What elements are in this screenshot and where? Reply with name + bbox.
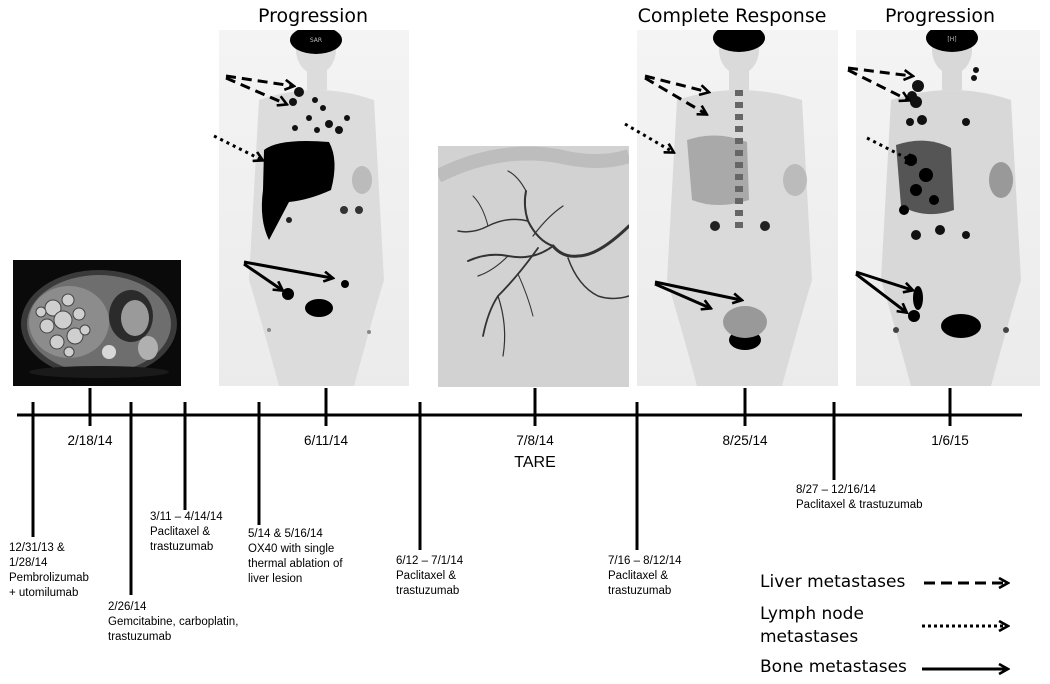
heading-progression-jan: Progression [884, 5, 996, 27]
treatment-7: 8/27 – 12/16/14 Paclitaxel & trastuzumab [796, 484, 923, 511]
tare-label: TARE [514, 454, 556, 471]
bone-arrow [243, 260, 332, 278]
legend-liver-label: Liver metastases [760, 572, 906, 592]
liver-arrow [225, 76, 286, 104]
treatment-5: 6/12 – 7/1/14 Paclitaxel & trastuzumab [396, 555, 464, 597]
legend-lymph-label-2: metastases [760, 627, 859, 647]
date-label: 2/18/14 [67, 433, 113, 448]
liver-arrow [225, 74, 293, 86]
angiogram-image [438, 146, 629, 387]
liver-arrow [847, 68, 908, 100]
bone-arrow [855, 272, 906, 312]
bone-arrow [243, 262, 282, 290]
bone-arrow [654, 282, 710, 308]
date-label: 7/8/14 [516, 433, 554, 448]
lymph-node-arrow [866, 136, 914, 162]
liver-arrow [847, 66, 912, 76]
treatment-1: 12/31/13 & 1/28/14 Pembrolizumab + utomi… [9, 542, 89, 599]
mri-abdomen-image [13, 260, 181, 386]
pet-scan-label: SAR [310, 37, 322, 44]
treatment-4: 5/14 & 5/16/14 OX40 with single thermal … [248, 528, 343, 585]
heading-complete-response: Complete Response [637, 5, 827, 27]
date-label: 8/25/14 [722, 433, 768, 448]
lymph-node-arrow [624, 122, 673, 152]
legend-bone-label: Bone metastases [760, 657, 907, 677]
bone-arrow [855, 270, 912, 290]
date-label: 1/6/15 [931, 433, 969, 448]
treatment-6: 7/16 – 8/12/14 Paclitaxel & trastuzumab [608, 555, 682, 597]
pet-scan-label: [H] [947, 36, 956, 43]
liver-arrow [644, 74, 708, 92]
liver-arrow [644, 76, 706, 114]
legend-lymph-label-1: Lymph node [760, 604, 864, 624]
pet-scan-june: SAR [219, 30, 409, 386]
treatment-2: 2/26/14 Gemcitabine, carboplatin, trastu… [108, 601, 239, 643]
date-label: 6/11/14 [303, 433, 349, 448]
pet-scan-august [637, 30, 838, 386]
heading-progression-june: Progression [257, 5, 369, 27]
treatment-3: 3/11 – 4/14/14 Paclitaxel & trastuzumab [150, 511, 223, 553]
bone-arrow [654, 280, 741, 300]
lymph-node-arrow [213, 134, 262, 160]
